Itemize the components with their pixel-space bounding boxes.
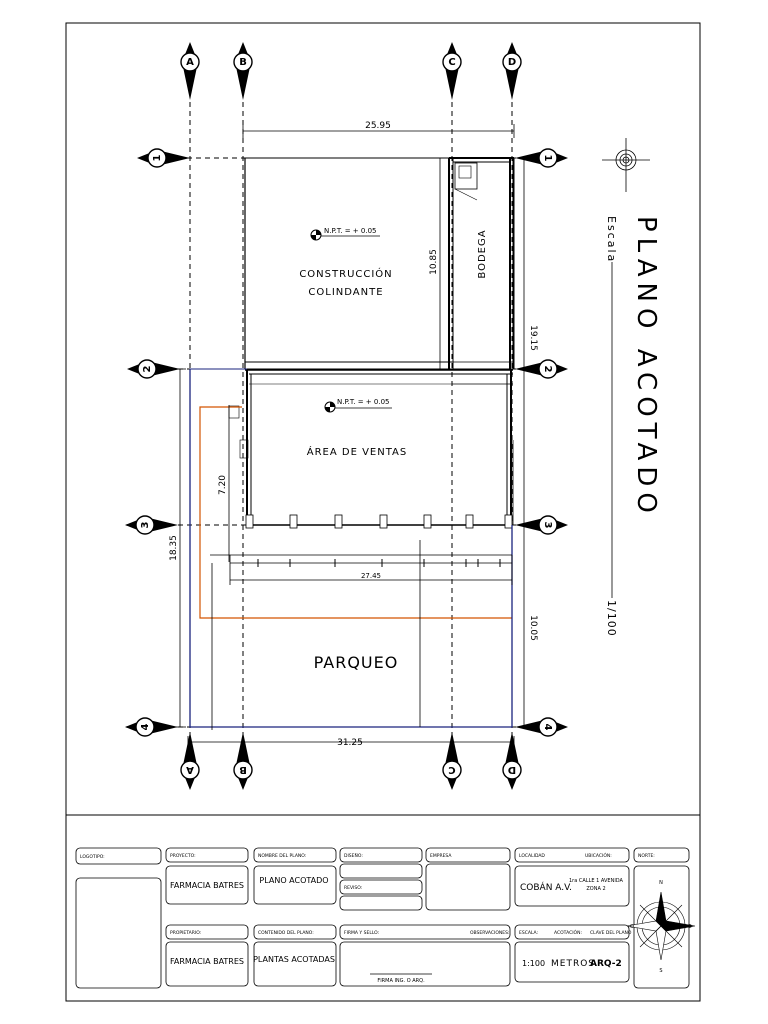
sheet-border — [65, 22, 701, 1002]
grid-bubble-row-2-left: 2 — [127, 359, 180, 379]
plan-name-value: PLANO ACOTADO — [259, 876, 328, 885]
compass-w: O — [630, 924, 634, 930]
svg-text:3: 3 — [542, 522, 553, 529]
plan-name-label: NOMBRE DEL PLANO: — [258, 853, 306, 859]
svg-text:1: 1 — [152, 154, 163, 161]
grid-bubble-row-4-left: 4 — [125, 717, 178, 737]
grid-bubble-row-4-right: 4 — [515, 717, 568, 737]
location-value: COBÁN A.V. — [520, 881, 572, 893]
units-value: METROS — [551, 959, 595, 969]
orange-setback-outline — [199, 406, 512, 619]
key-label: CLAVE DEL PLANO — [590, 930, 632, 936]
svg-text:D: D — [508, 57, 516, 68]
svg-text:1: 1 — [542, 155, 553, 162]
svg-text:2: 2 — [142, 365, 153, 372]
dividing-wall — [245, 361, 513, 385]
scale-value: 1/100 — [605, 600, 618, 637]
svg-text:B: B — [239, 764, 247, 775]
svg-text:C: C — [448, 764, 455, 775]
construction-label-2: COLINDANTE — [308, 287, 383, 298]
parking-label: PARQUEO — [314, 653, 399, 672]
dim-right-upper: 19.15 — [528, 325, 538, 351]
dim-upper-height: 10.85 — [429, 249, 439, 275]
scale-tb-label: ESCALA: — [519, 930, 538, 936]
north-symbol — [602, 138, 650, 192]
grid-bubble-col-b-bottom: B — [233, 732, 253, 790]
grid-bubble-row-3-right: 3 — [515, 515, 568, 535]
compass-e: E — [688, 924, 691, 930]
bodega-label: BODEGA — [477, 229, 488, 278]
dim-right-lower: 10.05 — [528, 615, 538, 641]
svg-text:N.P.T. = + 0.05: N.P.T. = + 0.05 — [337, 398, 389, 406]
company-label: EMPRESA — [430, 853, 452, 859]
sales-area-walls — [228, 370, 513, 529]
compass-n: N — [659, 880, 663, 886]
project-value: FARMACIA BATRES — [170, 881, 244, 890]
sales-area-label: ÁREA DE VENTAS — [307, 445, 407, 458]
dimension-lines — [175, 124, 525, 748]
compass-s: S — [659, 968, 662, 974]
grid-bubble-row-1-right: 1 — [515, 148, 568, 168]
grid-bubble-col-d-bottom: D — [502, 732, 522, 790]
dim-mid-width: 27.45 — [361, 572, 381, 580]
svg-text:3: 3 — [140, 521, 151, 528]
content-value: PLANTAS ACOTADAS — [253, 955, 335, 964]
svg-text:D: D — [508, 764, 516, 775]
npt-marker-sales: N.P.T. = + 0.05 — [324, 398, 392, 413]
address-line2: ZONA 2 — [586, 886, 605, 892]
address-line1: 1ra CALLE 1 AVENIDA — [569, 878, 624, 884]
construction-label-1: CONSTRUCCIÓN — [299, 267, 392, 280]
compass-rose-icon — [626, 891, 696, 961]
svg-text:N.P.T. = + 0.05: N.P.T. = + 0.05 — [324, 227, 376, 235]
north-label: NORTE: — [638, 853, 655, 859]
address-label: UBICACIÓN: — [585, 852, 612, 859]
grid-bubble-col-a-top: A — [180, 42, 200, 100]
svg-text:A: A — [186, 57, 194, 68]
logo-label: LOGOTIPO: — [80, 854, 105, 860]
location-label: LOCALIDAD — [519, 853, 545, 859]
units-label: ACOTACIÓN: — [554, 929, 582, 936]
project-label: PROYECTO: — [170, 853, 196, 859]
grid-bubble-col-d-top: D — [502, 42, 522, 100]
design-label: DISEÑO: — [344, 852, 363, 859]
svg-text:2: 2 — [542, 366, 553, 373]
svg-text:4: 4 — [140, 723, 151, 730]
dimension-ticks — [257, 559, 501, 567]
svg-text:4: 4 — [542, 724, 553, 731]
npt-marker-upper: N.P.T. = + 0.05 — [310, 227, 380, 241]
title-block — [75, 847, 690, 989]
owner-label: PROPIETARIO: — [170, 930, 201, 936]
grid-bubble-row-2-right: 2 — [515, 359, 568, 379]
grid-bubble-row-1-left: 1 — [137, 148, 190, 168]
dim-bottom-width: 31.25 — [337, 738, 363, 748]
owner-value: FARMACIA BATRES — [170, 957, 244, 966]
observations-label: OBSERVACIONES: — [470, 930, 510, 936]
parking-outline — [189, 369, 513, 728]
review-label: REVISO: — [344, 885, 362, 891]
grid-bubble-col-c-bottom: C — [442, 732, 462, 790]
dim-left-height: 18.35 — [169, 535, 179, 561]
plan-title: PLANO ACOTADO — [631, 216, 661, 519]
scale-tb-value: 1:100 — [522, 959, 545, 968]
grid-bubble-col-a-bottom: A — [180, 732, 200, 790]
svg-text:A: A — [186, 764, 194, 775]
construction-block — [244, 157, 515, 370]
signature-caption: FIRMA ING. O ARQ. — [377, 978, 425, 984]
scale-label: Escala — [605, 216, 618, 263]
signature-label: FIRMA Y SELLO: — [344, 930, 379, 936]
svg-text:B: B — [239, 57, 247, 68]
content-label: CONTENIDO DEL PLANO: — [258, 930, 314, 936]
dim-top-width: 25.95 — [365, 121, 391, 131]
grid-bubble-row-3-left: 3 — [125, 515, 178, 535]
grid-bubble-col-c-top: C — [442, 42, 462, 100]
svg-text:C: C — [448, 57, 455, 68]
grid-bubble-col-b-top: B — [233, 42, 253, 100]
key-value: ARQ-2 — [590, 959, 622, 969]
dim-left-inner: 7.20 — [218, 475, 228, 495]
